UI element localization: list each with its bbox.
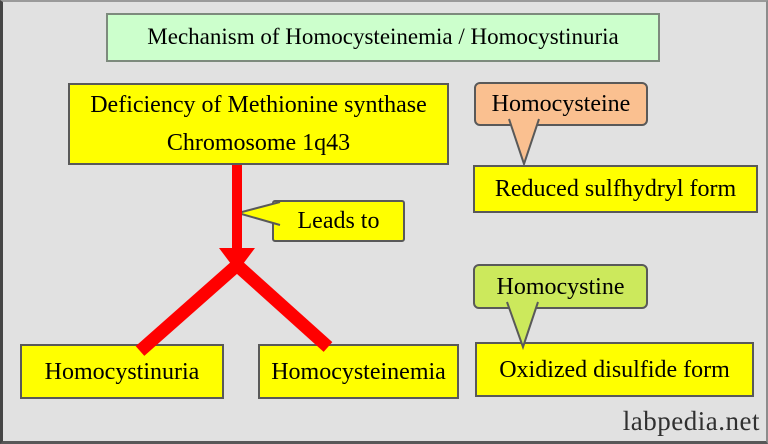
homocysteinemia-box: Homocysteinemia bbox=[258, 344, 459, 399]
deficiency-line1: Deficiency of Methionine synthase bbox=[90, 92, 427, 118]
homocystine-callout: Homocystine bbox=[473, 264, 648, 309]
watermark: labpedia.net bbox=[622, 406, 760, 436]
oxidized-disulfide-box: Oxidized disulfide form bbox=[475, 342, 754, 397]
red-branch-right bbox=[234, 262, 333, 352]
deficiency-line2: Chromosome 1q43 bbox=[166, 130, 351, 156]
red-branch-left bbox=[135, 262, 240, 356]
leads-to-callout: Leads to bbox=[272, 200, 405, 242]
homocysteine-callout: Homocysteine bbox=[474, 82, 648, 126]
red-arrow-head bbox=[219, 248, 255, 272]
title-box: Mechanism of Homocysteinemia / Homocysti… bbox=[106, 13, 660, 62]
reduced-sulfhydryl-box: Reduced sulfhydryl form bbox=[473, 165, 758, 213]
deficiency-box: Deficiency of Methionine synthase Chromo… bbox=[68, 83, 449, 165]
homocystinuria-box: Homocystinuria bbox=[20, 344, 224, 399]
